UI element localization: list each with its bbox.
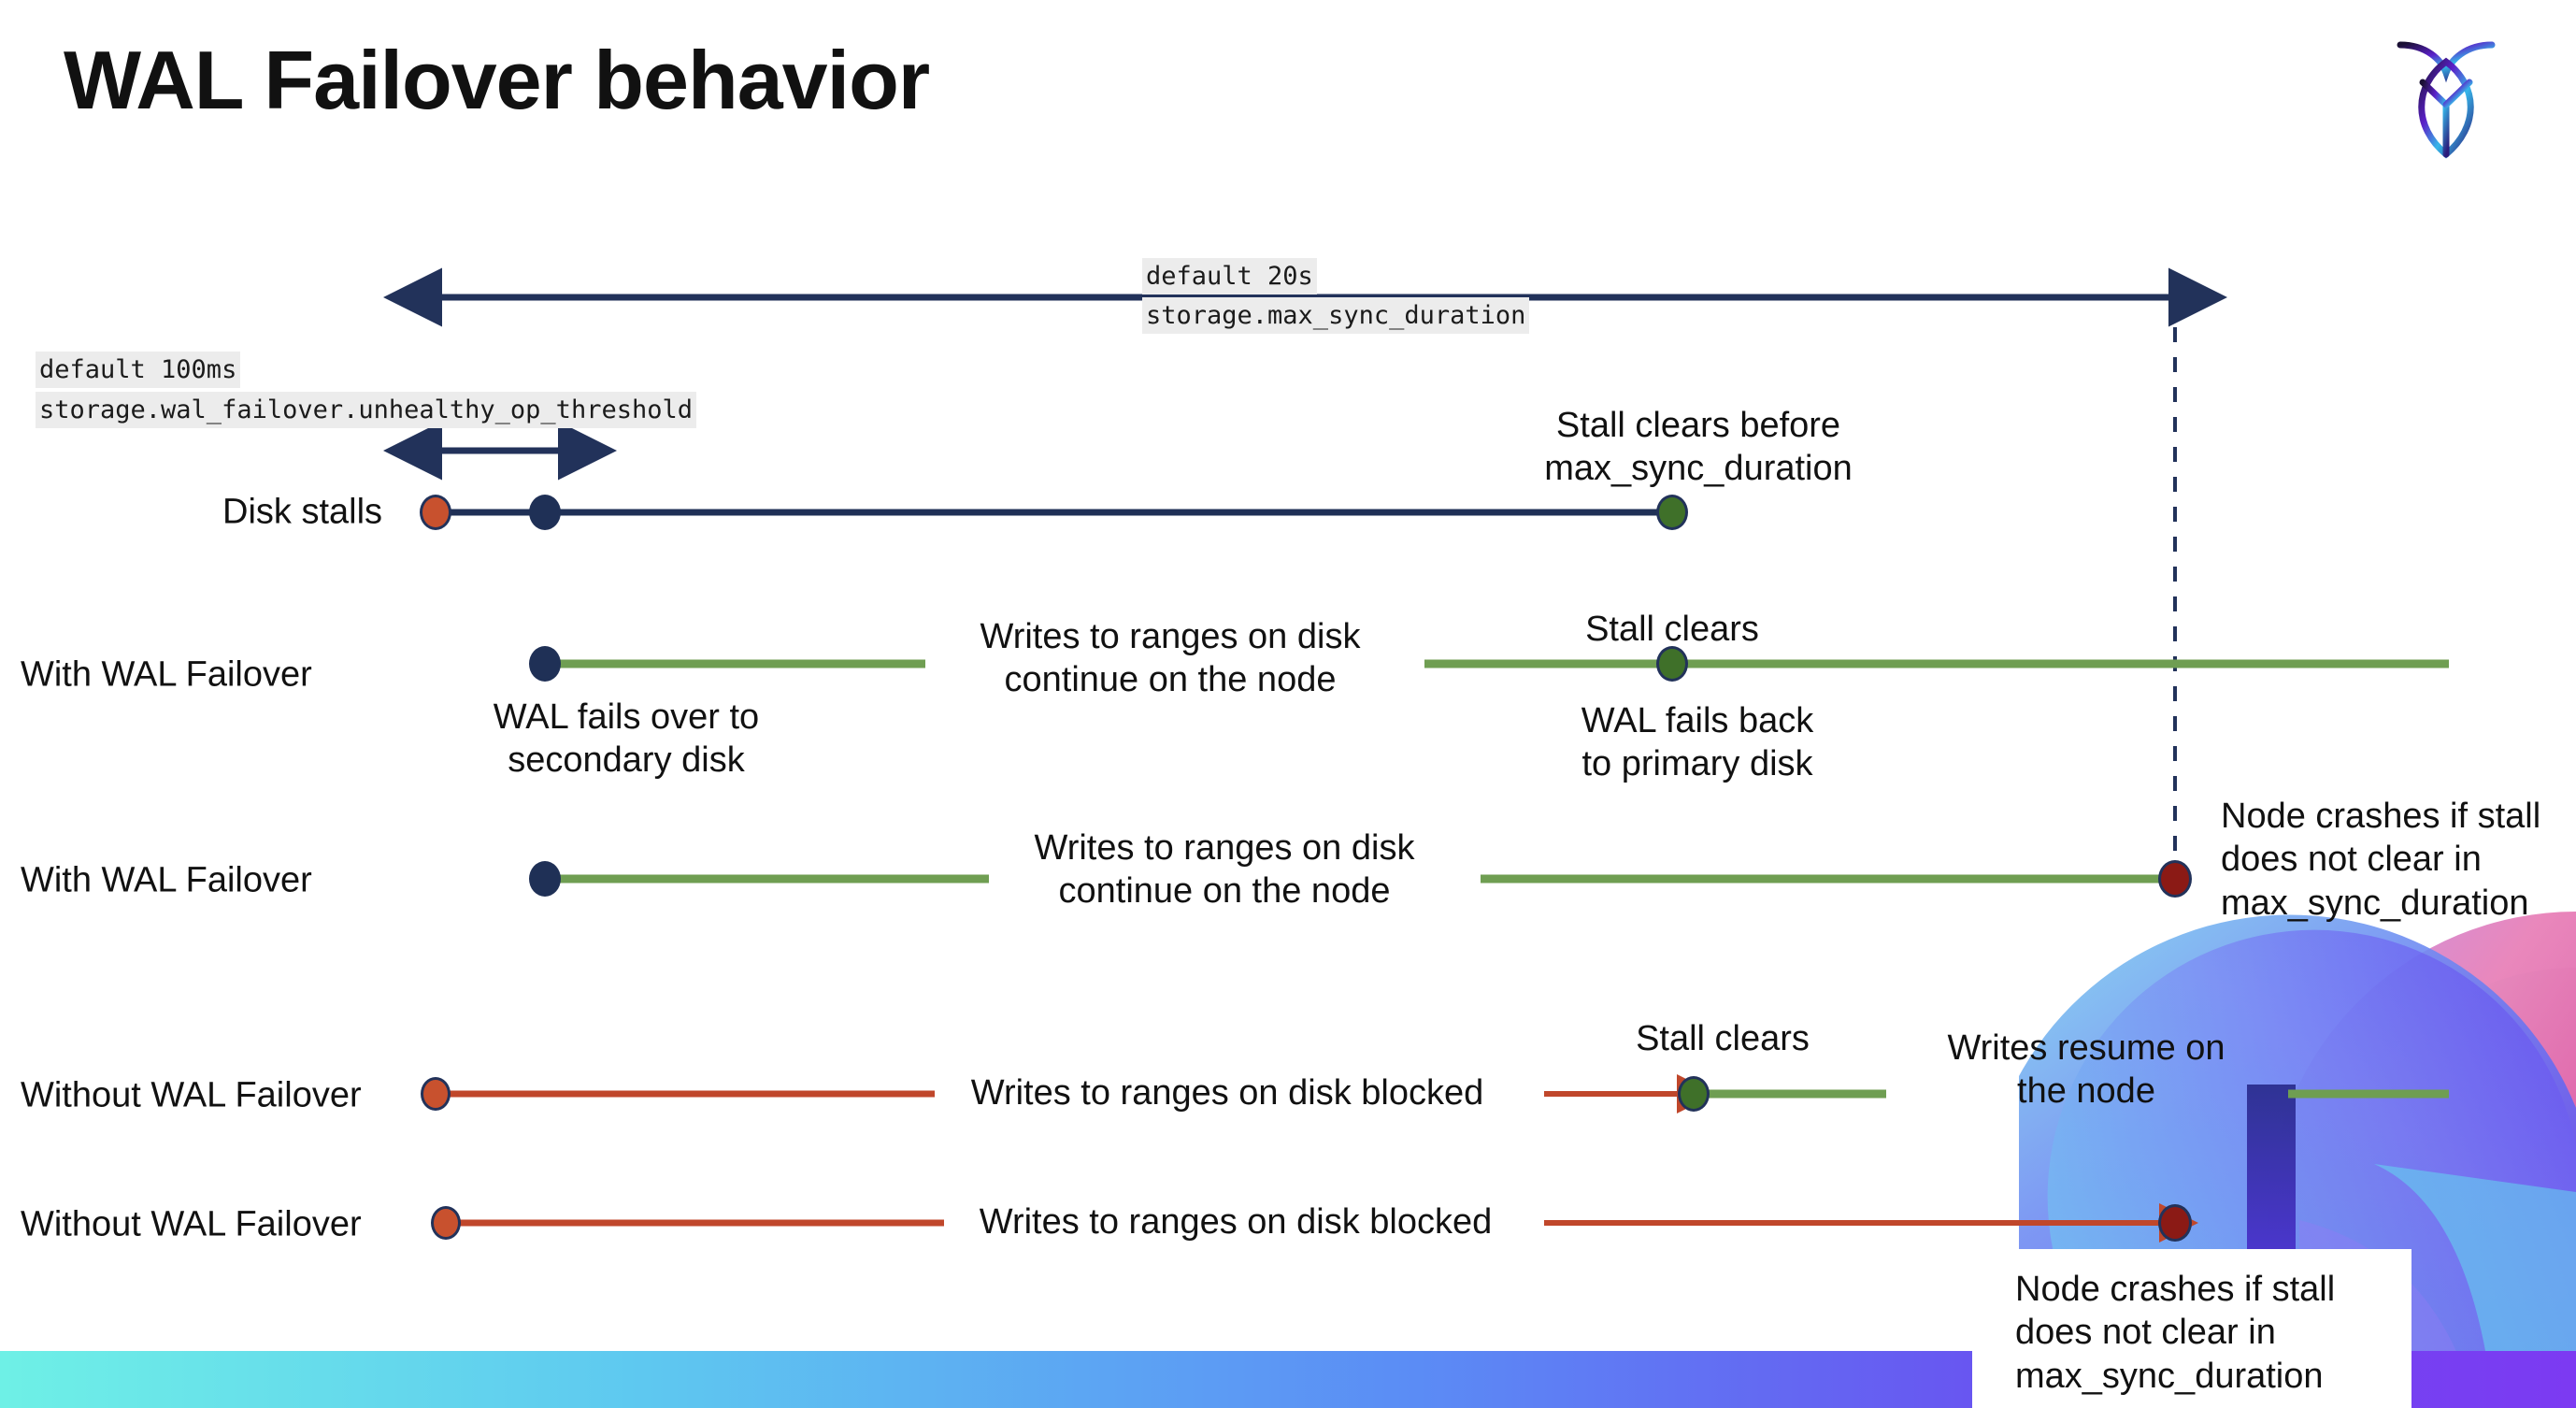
row2-segment-right (1424, 659, 2449, 668)
row-label-without-wal-failover-1: Without WAL Failover (21, 1075, 362, 1115)
anno-wal-fails-over-row2: WAL fails over to secondary disk (493, 697, 760, 781)
dot-wal-failover-row3 (529, 861, 561, 897)
row4-segment-resume (1694, 1089, 1886, 1099)
anno-writes-continue-row3: Writes to ranges on disk continue on the… (1034, 828, 1415, 912)
anno-stall-clears-row2: Stall clears (1585, 610, 1759, 649)
dot-stall-clears-row4 (1678, 1076, 1710, 1112)
dot-stall-begin-row1 (420, 495, 451, 530)
max-sync-duration-default-label: default 20s (1142, 258, 1317, 295)
row4-segment-resume-far (2288, 1089, 2449, 1099)
anno-node-crashes-row5: Node crashes if stall does not clear in … (2015, 1270, 2336, 1396)
dot-stall-begin-row5 (431, 1206, 461, 1240)
row-label-with-wal-failover-1: With WAL Failover (21, 654, 312, 695)
unhealthy-op-threshold-default-label: default 100ms (36, 352, 241, 389)
cockroachdb-logo-icon (2385, 28, 2507, 168)
max-sync-duration-setting-label: storage.max_sync_duration (1142, 297, 1530, 335)
anno-stall-clears-before-max-sync: Stall clears before max_sync_duration (1544, 406, 1853, 489)
row-label-without-wal-failover-2: Without WAL Failover (21, 1204, 362, 1244)
disk-stalls-segment (436, 509, 1672, 516)
row3-segment-right (1481, 874, 2175, 884)
anno-writes-continue-row2: Writes to ranges on disk continue on the… (980, 617, 1361, 700)
page-title: WAL Failover behavior (64, 34, 930, 126)
anno-writes-blocked-row5: Writes to ranges on disk blocked (979, 1202, 1493, 1242)
anno-writes-resume-row4: Writes resume on the node (1947, 1028, 2225, 1112)
callout-white-backdrop (1972, 1249, 2411, 1408)
anno-stall-clears-row4: Stall clears (1636, 1019, 1810, 1058)
row3-segment-left (545, 874, 989, 884)
dot-threshold-row1 (529, 495, 561, 530)
dot-stall-clears-row1 (1656, 495, 1688, 530)
dot-node-crash-row3 (2158, 860, 2192, 898)
row4-segment-blocked-left (436, 1090, 935, 1098)
unhealthy-op-threshold-setting-label: storage.wal_failover.unhealthy_op_thresh… (36, 392, 696, 429)
row5-segment-blocked-left (446, 1219, 944, 1227)
dot-wal-failover-row2 (529, 646, 561, 682)
dot-node-crash-row5 (2158, 1204, 2192, 1242)
dot-stall-begin-row4 (421, 1077, 451, 1111)
anno-writes-blocked-row4: Writes to ranges on disk blocked (970, 1073, 1484, 1113)
row2-segment-left (545, 659, 925, 668)
anno-node-crashes-row3: Node crashes if stall does not clear in … (2221, 797, 2541, 923)
dot-stall-clears-row2 (1656, 646, 1688, 682)
row-label-with-wal-failover-2: With WAL Failover (21, 860, 312, 900)
anno-wal-fails-back-row2: WAL fails back to primary disk (1581, 701, 1814, 784)
row-label-disk-stalls: Disk stalls (222, 492, 383, 532)
